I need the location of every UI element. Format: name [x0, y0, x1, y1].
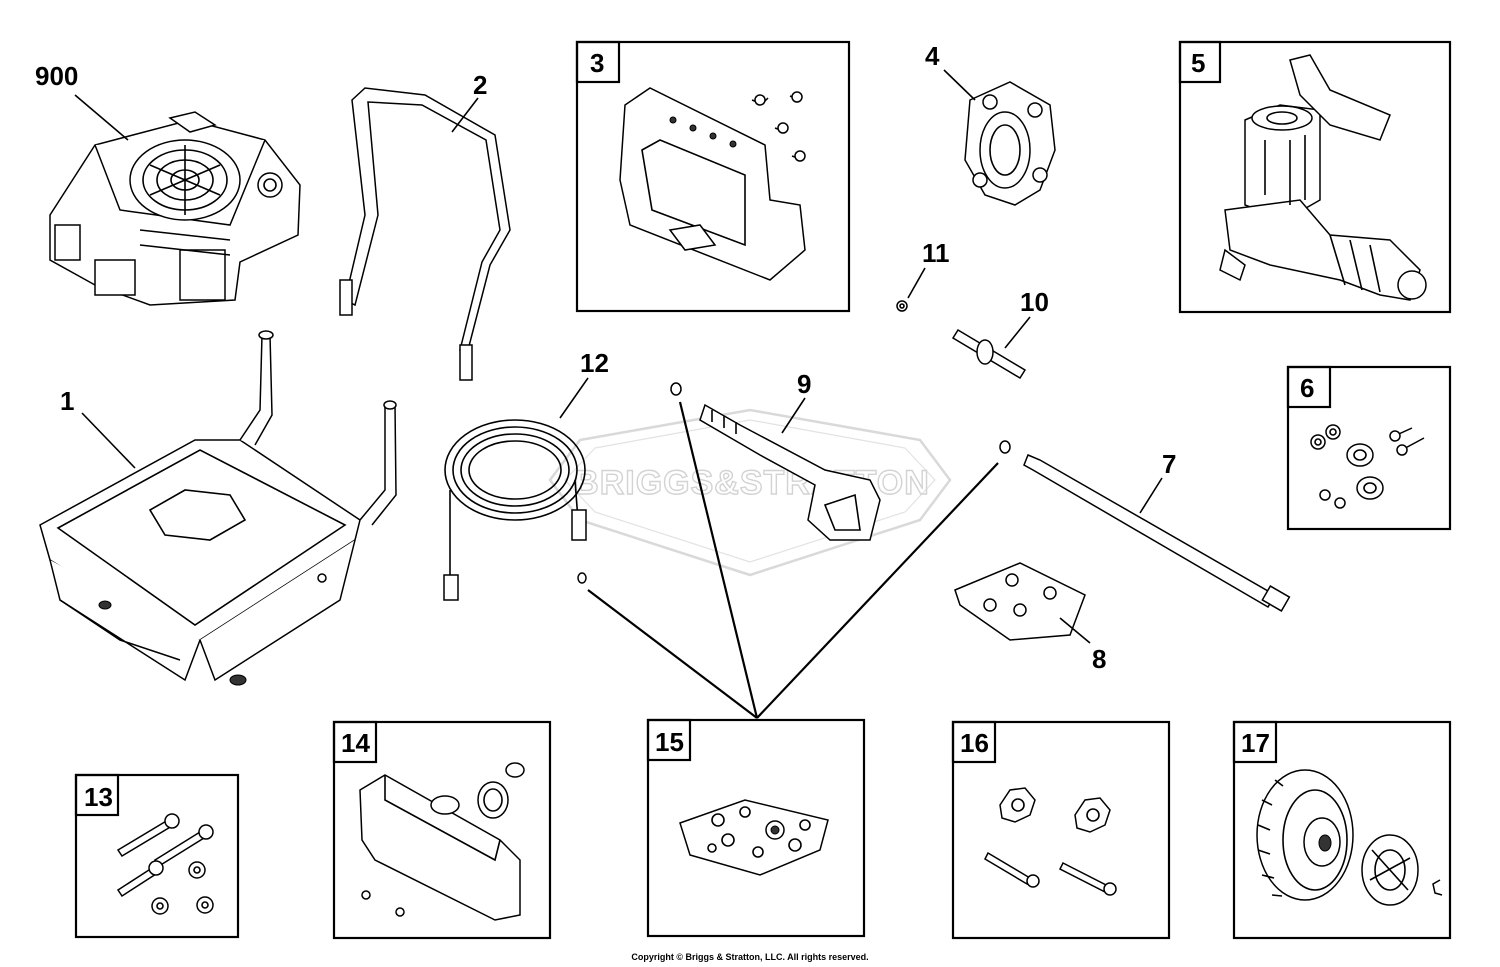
frame-hardware-label-box	[74, 773, 120, 817]
accessory-tray-part[interactable]	[359, 762, 525, 921]
wheel-kit-parts[interactable]	[1256, 769, 1443, 906]
wheel-kit-box	[1232, 720, 1452, 940]
copyright-notice: Copyright © Briggs & Stratton, LLC. All …	[631, 952, 869, 962]
part-label-17: 17	[1241, 728, 1270, 758]
pump-label-box	[1178, 40, 1222, 84]
nut-part[interactable]	[896, 300, 908, 312]
extension-wand-part[interactable]	[999, 440, 1291, 612]
accessory-tray-label-box	[332, 720, 378, 764]
part-label-14: 14	[341, 728, 370, 758]
control-panel-part[interactable]	[619, 87, 806, 281]
frame-hardware-parts[interactable]	[116, 813, 214, 915]
pump-box	[1178, 40, 1452, 314]
oring-callout-lines	[587, 401, 999, 719]
part-label-6: 6	[1300, 373, 1314, 403]
wheel-kit-label-box	[1232, 720, 1278, 764]
frame-part[interactable]	[39, 330, 397, 686]
hose-hook-part[interactable]	[964, 81, 1056, 206]
axle-part[interactable]	[951, 328, 1027, 380]
oring-kit-box	[646, 718, 866, 938]
panel-screws	[751, 91, 806, 162]
part-label-12: 12	[580, 348, 609, 378]
part-label-8: 8	[1092, 644, 1106, 674]
spray-gun-part[interactable]	[670, 382, 881, 541]
part-label-3: 3	[590, 48, 604, 78]
oring-kit-part[interactable]	[679, 799, 829, 876]
part-label-4: 4	[925, 41, 940, 71]
nozzle-kit-part[interactable]	[954, 562, 1086, 641]
part-label-7: 7	[1162, 449, 1176, 479]
part-label-15: 15	[655, 727, 684, 757]
mount-kit-box	[1286, 365, 1452, 531]
oring-kit-label-box	[646, 718, 692, 762]
part-label-2: 2	[473, 70, 487, 100]
part-label-900: 900	[35, 61, 78, 91]
mount-kit-label-box	[1286, 365, 1332, 409]
accessory-tray-box	[332, 720, 552, 940]
control-panel-box	[575, 40, 851, 313]
control-panel-label-box	[575, 40, 621, 84]
engine-part[interactable]	[49, 111, 301, 306]
handle-knobs-box	[951, 720, 1171, 940]
part-label-1: 1	[60, 386, 74, 416]
part-label-9: 9	[797, 369, 811, 399]
part-label-11: 11	[922, 238, 950, 268]
pump-part[interactable]	[1219, 54, 1427, 301]
handle-part[interactable]	[339, 87, 511, 381]
frame-hardware-box	[74, 773, 240, 939]
handle-knobs-label-box	[951, 720, 997, 764]
hose-part[interactable]	[443, 419, 587, 601]
part-label-5: 5	[1191, 48, 1205, 78]
mount-kit-parts[interactable]	[1310, 424, 1425, 509]
part-label-13: 13	[84, 782, 113, 812]
part-label-16: 16	[960, 728, 989, 758]
handle-knobs-parts[interactable]	[984, 787, 1117, 896]
part-label-10: 10	[1020, 287, 1049, 317]
